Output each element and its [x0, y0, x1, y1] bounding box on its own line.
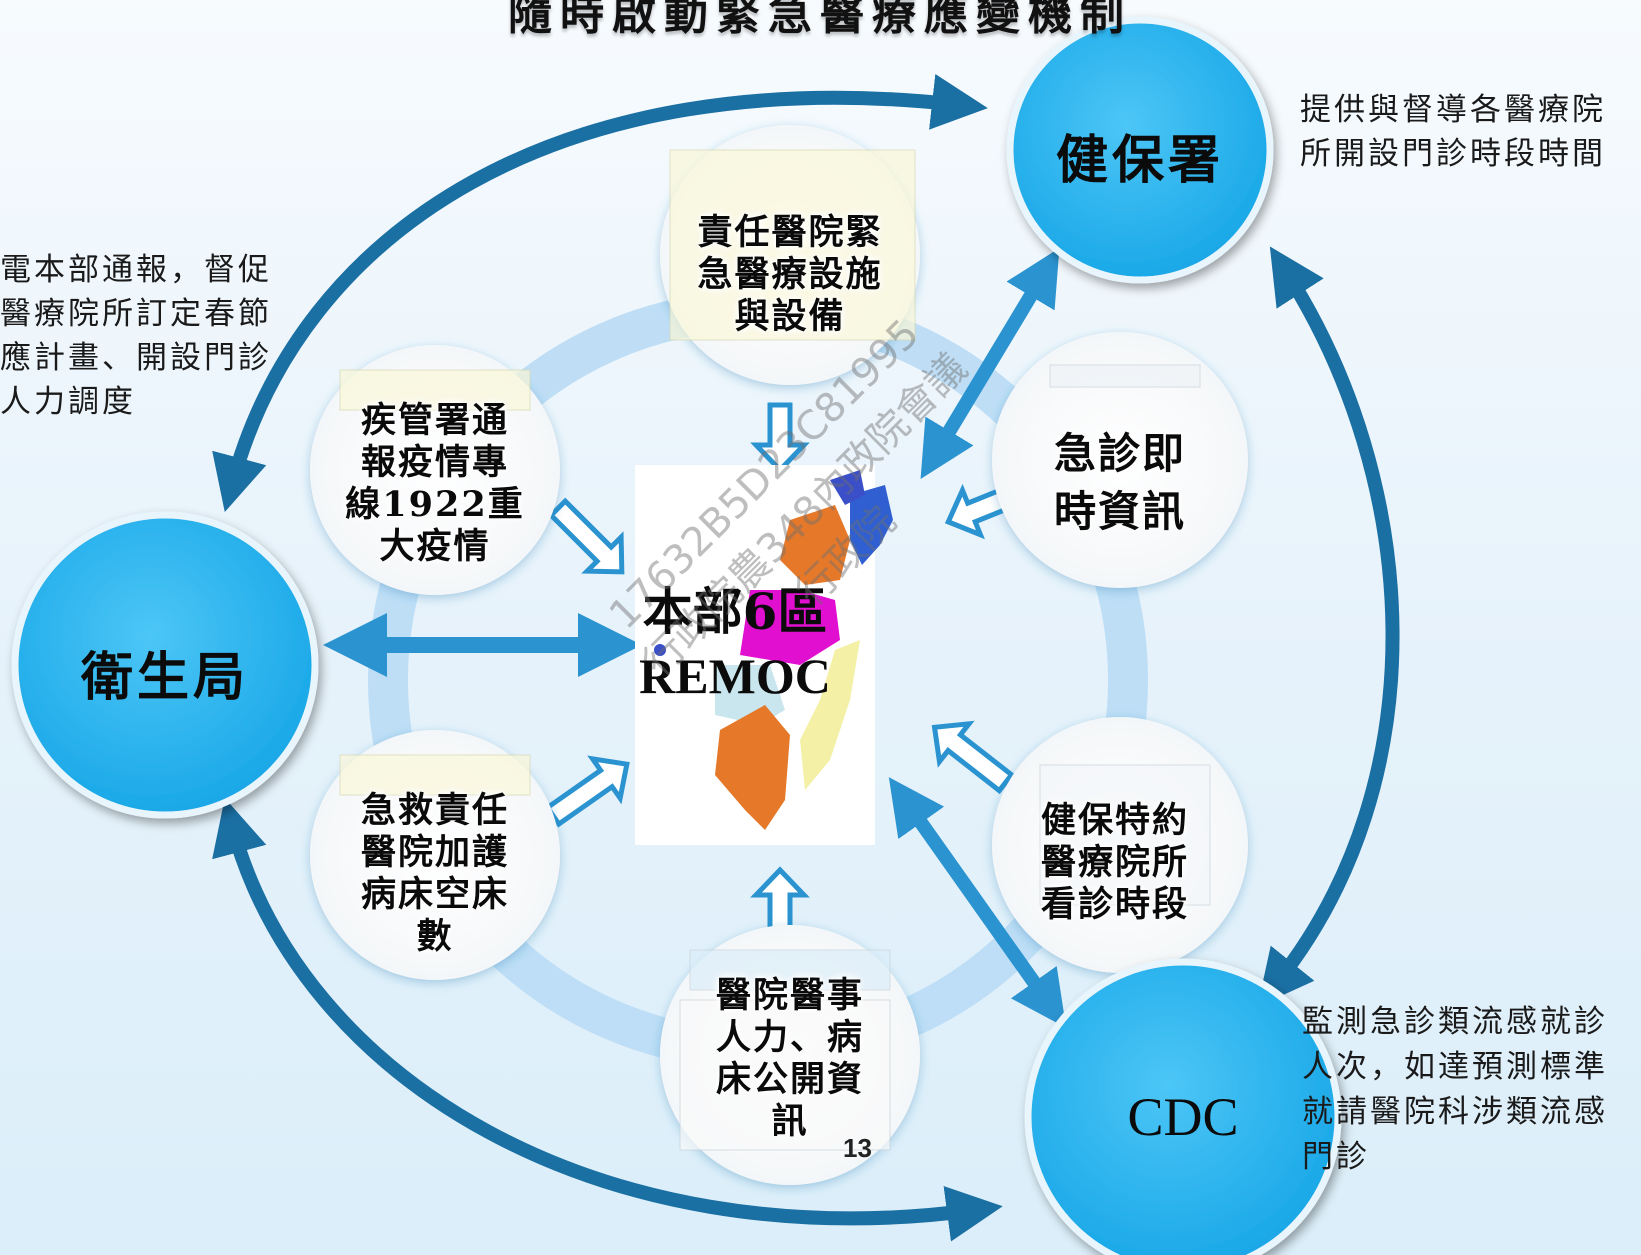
center-line: REMOC: [639, 648, 831, 704]
info-upper-right-label: 急診即 時資訊: [1040, 425, 1200, 541]
info-lower-left-line: 醫院加護: [360, 832, 509, 873]
info-upper-left-line: 線1922重: [345, 484, 525, 525]
arrow-health-bureau-to-nhia: [212, 74, 988, 513]
info-upper-left-line: 疾管署通: [360, 400, 509, 441]
info-top-line: 與設備: [734, 296, 846, 337]
info-lower-right-line: 醫療院所: [1040, 842, 1189, 883]
left-description: 電本部通報，督促 醫療院所訂定春節 應計畫、開設門診 人力調度: [0, 248, 275, 424]
info-bottom-line: 人力、病: [715, 1017, 864, 1058]
node-health-bureau: [11, 511, 319, 819]
bottom-right-description-line: 門診: [1302, 1139, 1370, 1175]
table-textures: [339, 149, 1211, 1151]
top-right-description: 提供與督導各醫療院 所開設門診時段時間: [1300, 88, 1640, 176]
info-lower-left-line: 急救責任: [360, 790, 509, 831]
info-bottom-line: 床公開資: [715, 1059, 864, 1100]
region-north-east: [850, 485, 893, 565]
info-top-label: 責任醫院緊 急醫療設施 與設備: [680, 212, 900, 338]
info-circle-upper-right: [992, 332, 1248, 588]
arrow-center-nhia: [920, 248, 1060, 479]
node-cdc: [1024, 958, 1342, 1255]
info-bottom-line: 訊: [771, 1101, 809, 1142]
hollow-arrows: [543, 402, 1039, 933]
hollow-arrow-lower-right: [931, 720, 1016, 795]
bottom-right-description-line: 人次，如達預測標準: [1302, 1049, 1608, 1085]
bottom-right-description: 監測急診類流感就診 人次，如達預測標準 就請醫院科涉類流感 門診: [1302, 1000, 1641, 1180]
region-east: [800, 640, 860, 790]
page-number: 13: [843, 1133, 872, 1163]
node-nhia-label: 健保署: [1055, 130, 1224, 191]
region-taipei: [830, 470, 865, 505]
hollow-arrow-bottom: [750, 866, 810, 933]
info-lower-left-label: 急救責任 醫院加護 病床空床 數: [330, 790, 540, 958]
arrow-center-cdc: [888, 777, 1067, 1028]
top-right-description-line: 提供與督導各醫療院: [1300, 92, 1606, 128]
left-description-line: 應計畫、開設門診: [0, 340, 272, 376]
bottom-right-description-line: 監測急診類流感就診: [1302, 1004, 1608, 1040]
left-description-line: 電本部通報，督促: [0, 252, 272, 288]
info-bottom-line: 醫院醫事: [715, 975, 864, 1016]
region-central: [740, 590, 840, 665]
info-lower-right-line: 看診時段: [1040, 884, 1189, 925]
info-upper-right-line: 急診即: [1053, 429, 1186, 478]
info-upper-left-line: 大疫情: [379, 526, 491, 567]
island-penghu: [654, 644, 666, 656]
region-south: [715, 705, 790, 830]
left-description-line: 醫療院所訂定春節: [0, 296, 272, 332]
info-lower-left-line: 病床空床: [360, 874, 509, 915]
center-remoc-label: 本部6區 REMOC: [600, 580, 870, 708]
hollow-arrow-upper-left: [547, 497, 625, 575]
page-title: 隨時啟動緊急醫療應變機制: [508, 0, 1132, 40]
info-upper-left-line: 報疫情專: [360, 442, 509, 483]
info-bottom-label: 醫院醫事 人力、病 床公開資 訊: [680, 975, 900, 1143]
info-upper-right-line: 時資訊: [1053, 487, 1186, 536]
info-lower-right-label: 健保特約 醫療院所 看診時段: [1025, 800, 1205, 926]
info-top-line: 責任醫院緊: [697, 212, 883, 253]
taiwan-map-panel: [635, 465, 893, 845]
info-lower-left-line: 數: [416, 916, 454, 957]
region-north: [780, 505, 850, 585]
arrow-cdc-to-health-bureau: [212, 797, 1003, 1242]
node-cdc-label: CDC: [1127, 1087, 1239, 1147]
info-lower-right-line: 健保特約: [1040, 800, 1189, 841]
big-nodes: [11, 16, 1342, 1255]
node-nhia: [1006, 16, 1274, 284]
info-upper-left-label: 疾管署通 報疫情專 線1922重 大疫情: [330, 400, 540, 568]
hollow-arrow-lower-left: [543, 755, 630, 828]
top-right-description-line: 所開設門診時段時間: [1300, 136, 1606, 172]
left-description-line: 人力調度: [0, 384, 136, 420]
hollow-arrow-top: [750, 402, 810, 474]
node-health-bureau-label: 衛生局: [80, 647, 249, 708]
info-top-line: 急醫療設施: [697, 254, 883, 295]
center-line: 本部6區: [642, 582, 828, 641]
bottom-right-description-line: 就請醫院科涉類流感: [1302, 1094, 1608, 1130]
arrow-nhia-to-cdc: [1257, 246, 1400, 1007]
